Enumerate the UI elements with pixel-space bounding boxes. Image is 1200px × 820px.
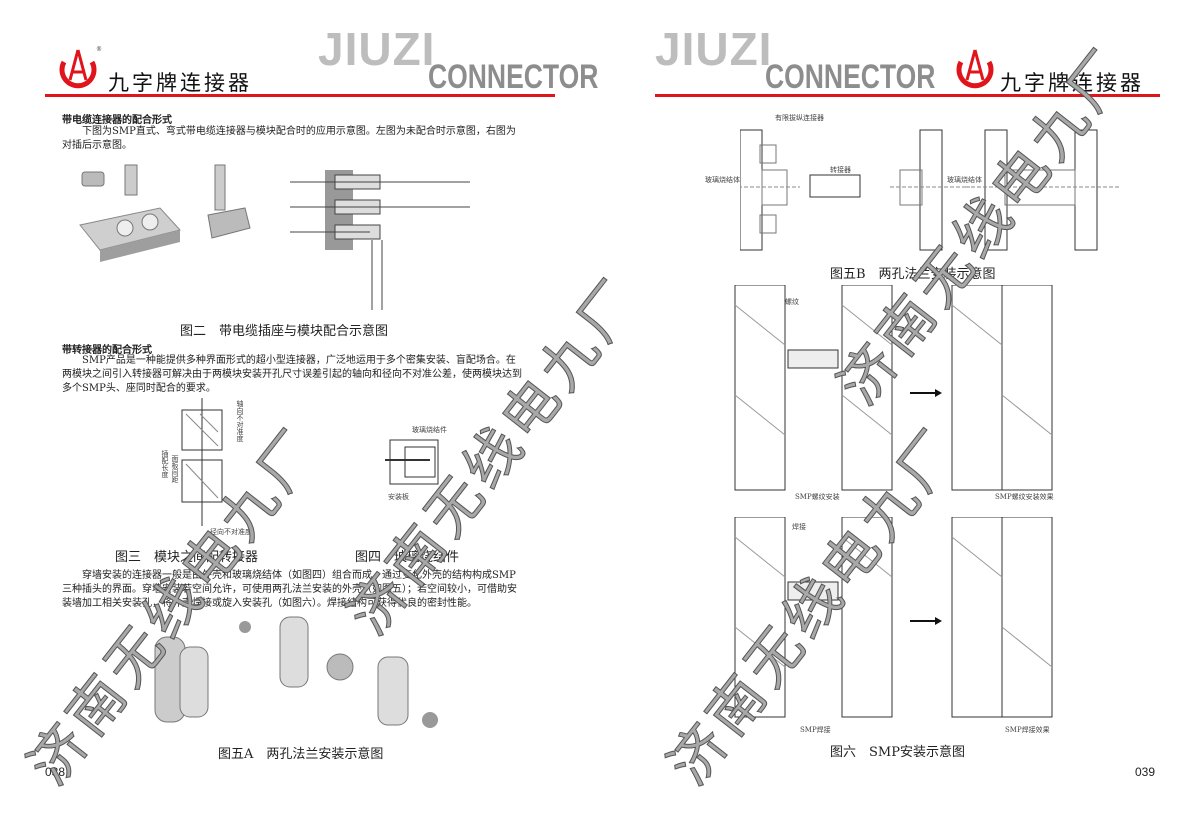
registered-mark: ® bbox=[96, 46, 102, 53]
label-thread-install: SMP螺纹安装 bbox=[795, 493, 840, 501]
connector-wordmark: CONNECTOR bbox=[765, 58, 936, 96]
label-radial: 径向不对准度 bbox=[210, 528, 252, 536]
figure-6-caption: 图六 SMP安装示意图 bbox=[830, 745, 965, 760]
section-text: SMP产品是一种能提供多种界面形式的超小型连接器，广泛地运用于多个密集安装、盲配… bbox=[62, 355, 522, 394]
figure-4-drawing bbox=[385, 439, 439, 485]
label-thread-result: SMP螺纹安装效果 bbox=[995, 493, 1054, 501]
label-thread: 螺纹 bbox=[785, 298, 799, 306]
figure-3-caption: 图三 模块之间配转接器 bbox=[115, 550, 259, 565]
label-weld: 焊接 bbox=[792, 523, 806, 531]
brand-logo-icon bbox=[59, 49, 97, 89]
label-adapter: 转接器 bbox=[830, 166, 851, 174]
section-heading: 带转接器的配合形式 bbox=[62, 345, 152, 356]
figure-5a-caption: 图五A 两孔法兰安装示意图 bbox=[218, 747, 384, 762]
header-divider bbox=[655, 94, 1160, 97]
section-text: 穿墙安装的连接器一般是由外壳和玻璃烧结体（如图四）组合而成。通过变化外壳的结构构… bbox=[62, 570, 517, 609]
figure-6-weld-drawing bbox=[734, 517, 1053, 718]
label-weld-result: SMP焊接效果 bbox=[1005, 726, 1050, 734]
page-number: 039 bbox=[1135, 765, 1156, 779]
label-glass-body: 玻璃烧结体 bbox=[705, 176, 740, 184]
section-text: 下图为SMP直式、弯式带电缆连接器与模块配合时的应用示意图。左图为未配合时示意图… bbox=[62, 126, 516, 151]
jiuzi-wordmark: JIUZI bbox=[318, 23, 436, 75]
label-glass-body: 玻璃烧结体 bbox=[947, 176, 982, 184]
label-gap: 面板间距 bbox=[171, 455, 179, 483]
jiuzi-wordmark: JIUZI bbox=[655, 23, 773, 75]
label-engage: 插配长度 bbox=[161, 450, 169, 478]
brand-name: 九字牌连接器 bbox=[108, 71, 252, 95]
figure-2-caption: 图二 带电缆插座与模块配合示意图 bbox=[180, 324, 389, 339]
right-page: JIUZI CONNECTOR 九字牌连接器 有限拔纵连接器 玻璃烧结体 玻璃烧… bbox=[600, 0, 1200, 820]
figure-5b-drawing bbox=[740, 129, 1120, 251]
connector-wordmark: CONNECTOR bbox=[428, 58, 599, 96]
figure-2-illustration bbox=[79, 164, 470, 310]
brand-logo-icon bbox=[956, 49, 994, 89]
left-page: ® 九字牌连接器 JIUZI CONNECTOR 带电缆连接器的配合形式 下图为… bbox=[45, 23, 599, 779]
figure-5b-caption: 图五B 两孔法兰安装示意图 bbox=[830, 267, 996, 282]
figure-6-thread-drawing bbox=[734, 285, 1053, 491]
figure-5a-illustration bbox=[154, 616, 438, 728]
section-heading: 带电缆连接器的配合形式 bbox=[62, 115, 172, 126]
label-panel: 安装板 bbox=[388, 493, 409, 501]
figure-4-caption: 图四 玻璃烧结件 bbox=[355, 550, 460, 565]
page-number: 038 bbox=[45, 765, 66, 779]
header-divider bbox=[45, 94, 555, 97]
figure-3-drawing bbox=[181, 398, 223, 526]
label-limited-connector: 有限拔纵连接器 bbox=[775, 114, 824, 122]
brand-name: 九字牌连接器 bbox=[1000, 71, 1144, 95]
label-glass: 玻璃烧结件 bbox=[412, 426, 447, 434]
label-axial: 轴向不对准度 bbox=[236, 400, 244, 442]
label-weld-install: SMP焊接 bbox=[800, 726, 831, 734]
